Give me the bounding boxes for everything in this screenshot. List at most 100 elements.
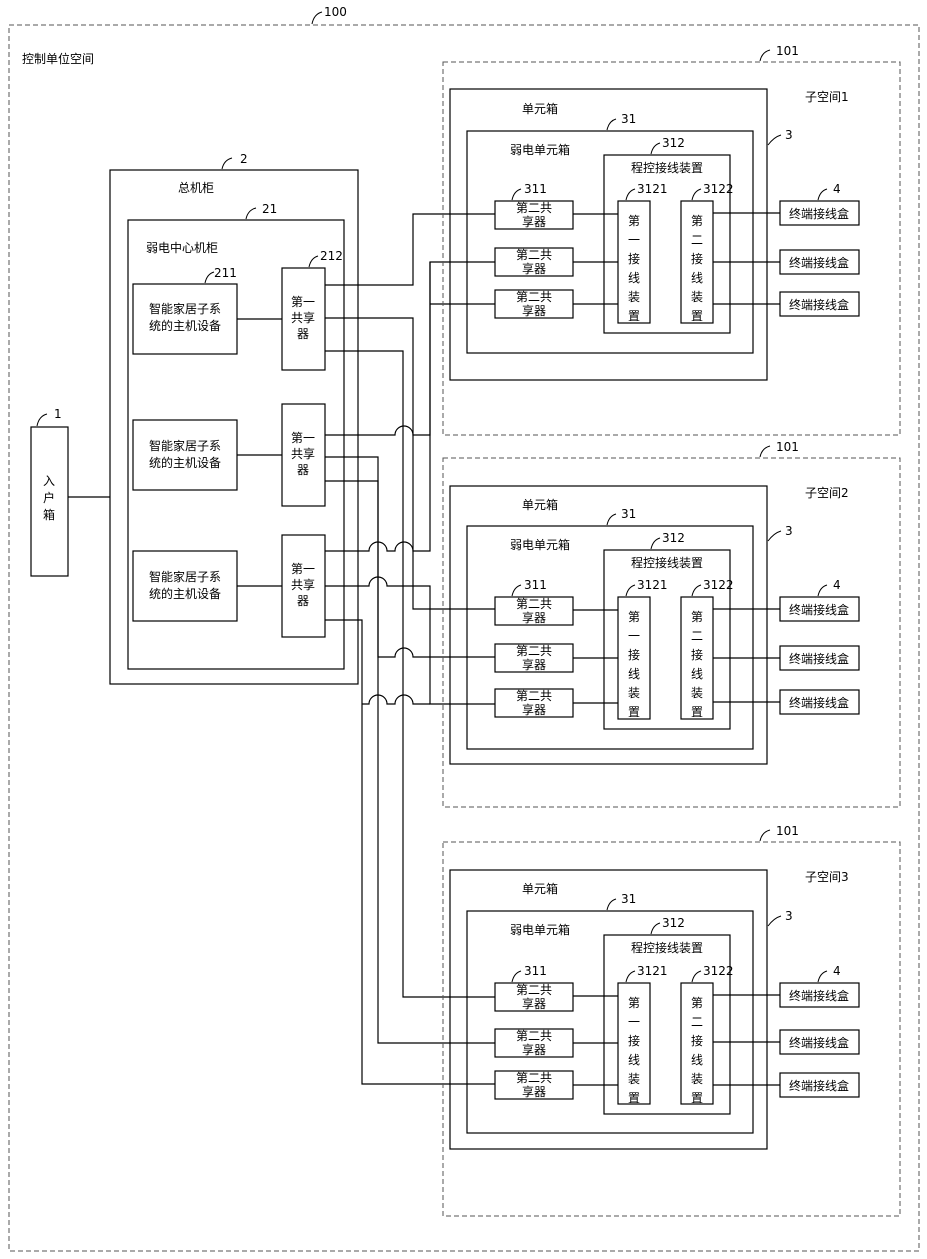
unit-box-3 [450, 870, 767, 1149]
wire-s2b-to-space2-row2 [325, 457, 495, 657]
terminal-box-1c-label: 终端接线盒 [789, 297, 849, 312]
subspace-2: 子空间2 101 单元箱 3 弱电单元箱 31 程控接线装置 312 第 一 接… [443, 440, 900, 807]
second-patch-3-c3: 接 [691, 1033, 703, 1048]
first-sharer-1-line-1: 第一 [291, 295, 315, 309]
leader-101-c [760, 830, 770, 841]
leader-3121-b [626, 585, 635, 596]
second-patch-1-c4: 线 [691, 271, 703, 285]
ref-212: 212 [320, 249, 343, 263]
terminal-box-3b-label: 终端接线盒 [789, 1035, 849, 1050]
ref-3122-a: 3122 [703, 182, 734, 196]
ref-211: 211 [214, 266, 237, 280]
first-patch-2-c4: 线 [628, 667, 640, 681]
unit-box-1-label: 单元箱 [522, 101, 558, 116]
first-patch-2-c1: 第 [628, 610, 640, 624]
wire-s1a-to-space1-row1 [325, 214, 495, 285]
wire-s1b-to-space2-row1 [325, 318, 495, 609]
center-cabinet-label: 弱电中心机柜 [146, 240, 218, 255]
first-patch-2-c6: 置 [628, 705, 640, 719]
host-device-3-line-1: 智能家居子系 [149, 569, 221, 584]
ref-3121-b: 3121 [637, 578, 668, 592]
leader-3122-c [692, 971, 701, 982]
second-patch-3-c1: 第 [691, 996, 703, 1010]
ref-101-c: 101 [776, 824, 799, 838]
weak-unit-box-2 [467, 526, 753, 749]
leader-21 [246, 208, 256, 219]
terminal-box-3c-label: 终端接线盒 [789, 1078, 849, 1093]
second-sharer-1c-l1: 第二共 [516, 290, 552, 304]
leader-101-b [760, 446, 770, 457]
terminal-box-1a-label: 终端接线盒 [789, 206, 849, 221]
second-sharer-3a-l2: 享器 [522, 996, 546, 1011]
subspace-1-label: 子空间1 [805, 90, 849, 104]
second-patch-1-c1: 第 [691, 214, 703, 228]
second-patch-3-c5: 装 [691, 1072, 703, 1086]
subspace-3: 子空间3 101 单元箱 3 弱电单元箱 31 程控接线装置 312 第 一 接… [443, 824, 900, 1216]
leader-31-b [607, 514, 616, 525]
first-sharer-1-line-2: 共享 [291, 310, 315, 325]
first-sharer-1-line-3: 器 [297, 327, 309, 341]
host-device-3-line-2: 统的主机设备 [149, 586, 221, 601]
weak-unit-box-3 [467, 911, 753, 1133]
ref-4-a: 4 [833, 182, 841, 196]
first-patch-1-c3: 接 [628, 251, 640, 266]
second-patch-3-c4: 线 [691, 1053, 703, 1067]
first-patch-2-c5: 装 [628, 686, 640, 700]
second-patch-2-c2: 二 [691, 629, 703, 643]
second-sharer-2b-l1: 第二共 [516, 644, 552, 658]
leader-3-a [768, 135, 781, 145]
second-patch-3-c6: 置 [691, 1091, 703, 1105]
subspace-3-label: 子空间3 [805, 870, 849, 884]
second-patch-2-c3: 接 [691, 647, 703, 662]
ref-3121-c: 3121 [637, 964, 668, 978]
second-sharer-2a-l1: 第二共 [516, 597, 552, 611]
leader-4-b [818, 585, 827, 596]
subspace-2-label: 子空间2 [805, 486, 849, 500]
second-patch-2-c5: 装 [691, 686, 703, 700]
control-unit-space-boundary [9, 25, 919, 1251]
leader-3121-a [626, 189, 635, 200]
ref-312-a: 312 [662, 136, 685, 150]
second-sharer-1b-l1: 第二共 [516, 248, 552, 262]
leader-3122-b [692, 585, 701, 596]
second-patch-3-c2: 二 [691, 1015, 703, 1029]
first-patch-1-c6: 置 [628, 309, 640, 323]
first-sharer-3-line-1: 第一 [291, 562, 315, 576]
terminal-box-2c-label: 终端接线盒 [789, 695, 849, 710]
wire-s3b-to-space2-row3 [325, 577, 495, 704]
terminal-box-1b-label: 终端接线盒 [789, 255, 849, 270]
wire-s2c-to-space3-row2 [325, 481, 495, 1043]
first-patch-3-c1: 第 [628, 996, 640, 1010]
second-patch-2-c1: 第 [691, 610, 703, 624]
first-sharer-3-line-3: 器 [297, 594, 309, 608]
first-patch-1-c2: 一 [628, 233, 640, 247]
wiring-device-1-label: 程控接线装置 [631, 160, 703, 175]
leader-4-c [818, 971, 827, 982]
host-device-1-line-1: 智能家居子系 [149, 301, 221, 316]
wire-s2a-to-space1-row2 [325, 262, 495, 435]
ref-2: 2 [240, 152, 248, 166]
ref-4-c: 4 [833, 964, 841, 978]
ref-21: 21 [262, 202, 277, 216]
leader-212 [309, 256, 318, 267]
second-sharer-2c-l1: 第二共 [516, 689, 552, 703]
ref-3122-b: 3122 [703, 578, 734, 592]
first-patch-2-c2: 一 [628, 629, 640, 643]
leader-101-a [760, 50, 770, 61]
ref-1: 1 [54, 407, 62, 421]
first-patch-3-c6: 置 [628, 1091, 640, 1105]
ref-311-a: 311 [524, 182, 547, 196]
leader-311-a [512, 189, 521, 200]
first-patch-2-c3: 接 [628, 647, 640, 662]
ref-3122-c: 3122 [703, 964, 734, 978]
host-device-2-line-2: 统的主机设备 [149, 455, 221, 470]
subspace-1: 子空间1 101 单元箱 3 弱电单元箱 31 程控接线装置 312 第 一 接… [443, 44, 900, 435]
first-patch-1-c4: 线 [628, 271, 640, 285]
wiring-device-2-label: 程控接线装置 [631, 555, 703, 570]
leader-3121-c [626, 971, 635, 982]
leader-31-c [607, 899, 616, 910]
first-patch-1-c1: 第 [628, 214, 640, 228]
leader-312-a [651, 143, 660, 154]
ref-101-b: 101 [776, 440, 799, 454]
